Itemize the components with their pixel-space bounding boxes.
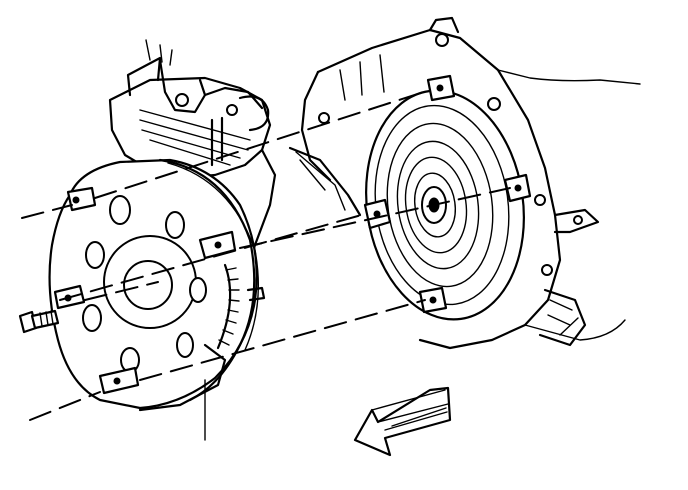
engine-block bbox=[108, 39, 277, 277]
direction-arrow bbox=[353, 386, 452, 457]
flexplate bbox=[48, 158, 266, 441]
alignment-lines bbox=[21, 89, 511, 421]
torque-converter bbox=[363, 74, 532, 321]
flexplate-bolt bbox=[18, 309, 60, 334]
transmission-housing bbox=[288, 16, 641, 350]
